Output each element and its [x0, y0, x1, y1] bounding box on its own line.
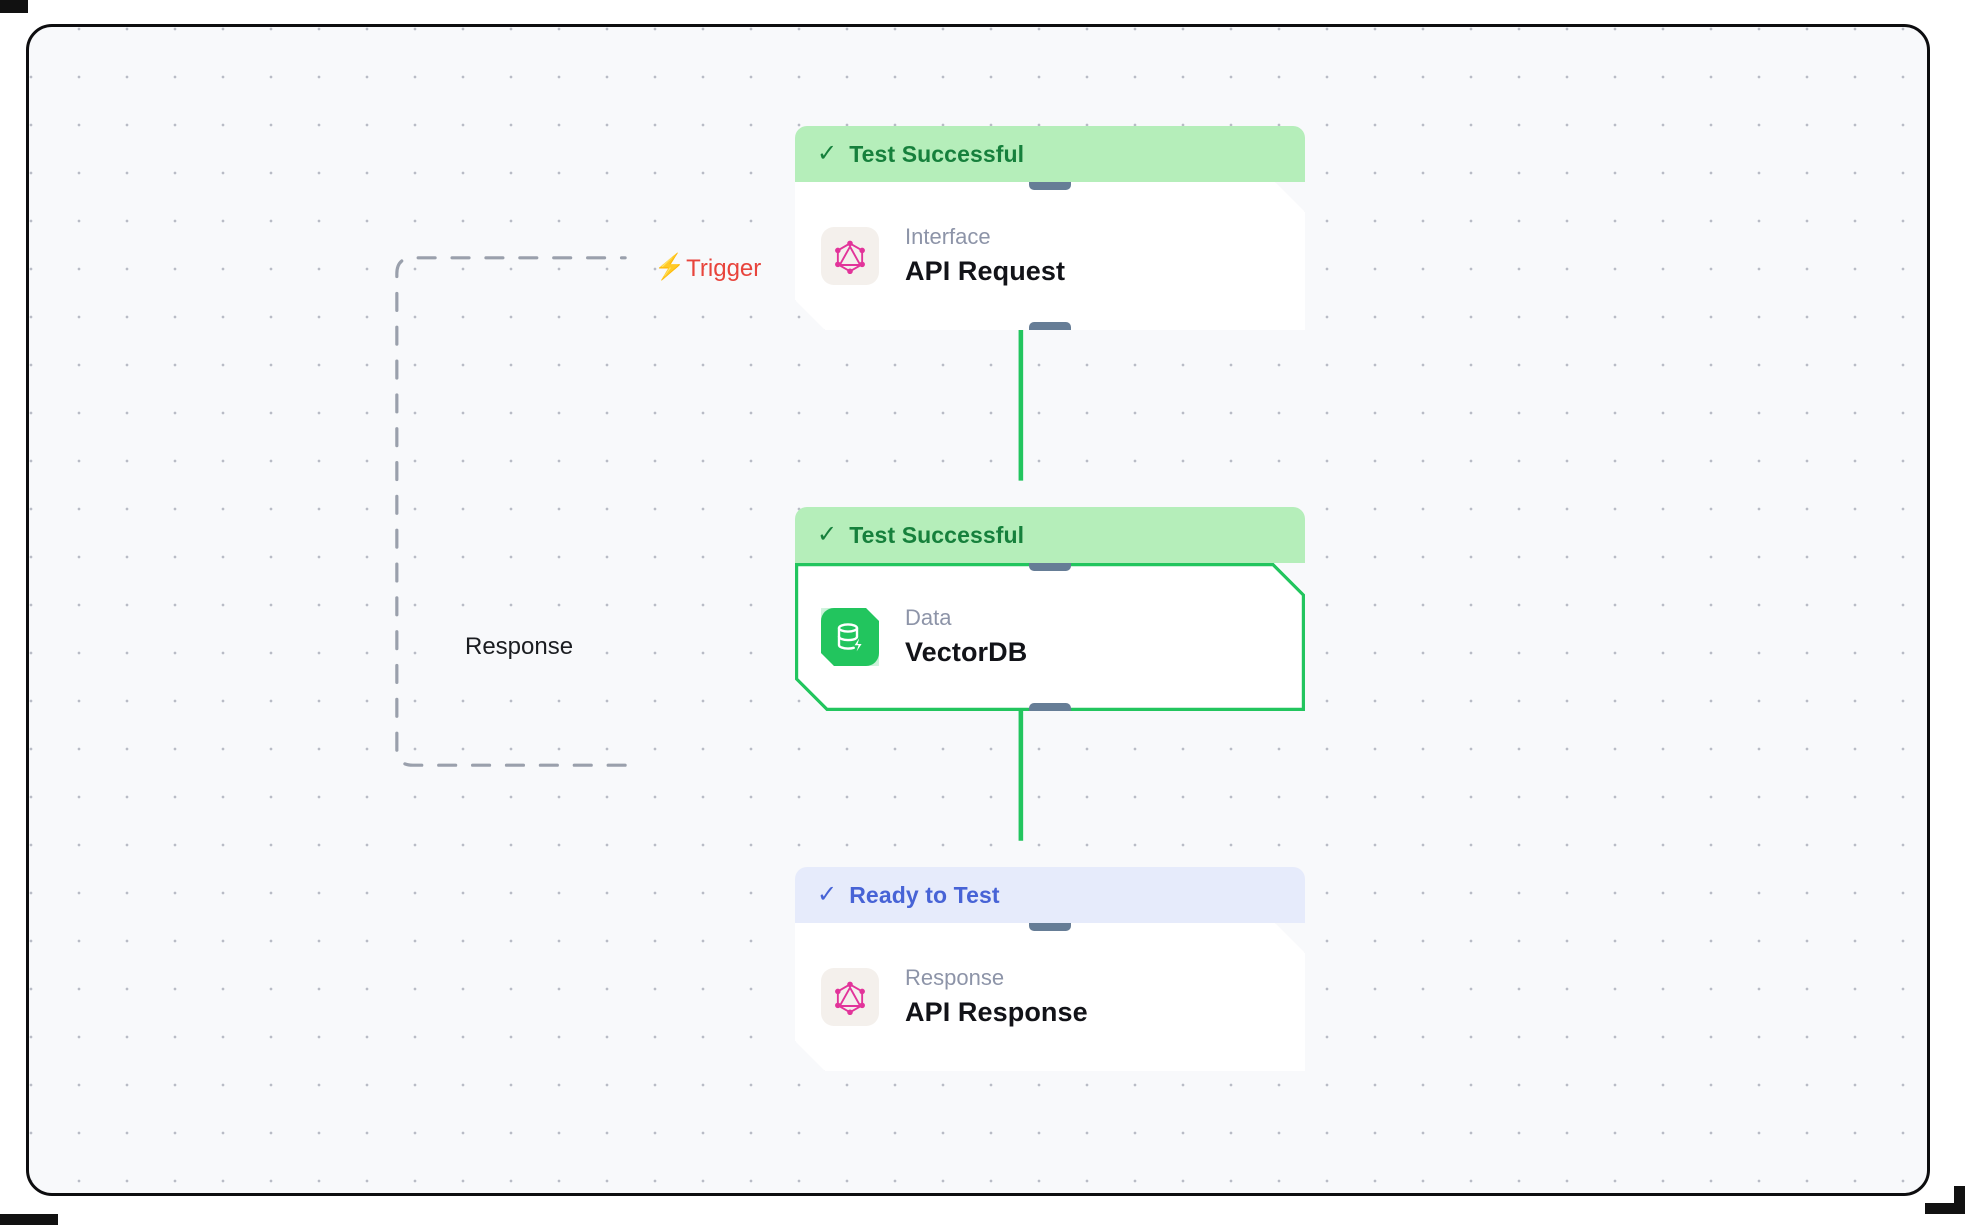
node-status-label: Test Successful	[849, 140, 1025, 167]
edge-dashed-feedback[interactable]	[395, 256, 627, 767]
edge-label-trigger-text: Trigger	[686, 254, 762, 282]
corner-mark-bottom-right-horizontal	[1925, 1203, 1965, 1214]
graphql-icon	[821, 968, 879, 1026]
node-title: API Request	[905, 255, 1066, 286]
node-title: API Response	[905, 996, 1088, 1027]
check-icon: ✓	[817, 140, 838, 167]
corner-mark-bottom-left	[0, 1214, 58, 1225]
node-status-badge: ✓ Test Successful	[795, 507, 1305, 563]
node-status-badge: ✓ Ready to Test	[795, 867, 1305, 923]
edge-label-trigger: ⚡ Trigger	[654, 253, 762, 282]
node-api-response[interactable]: ✓ Ready to Test	[795, 867, 1305, 1071]
node-body[interactable]: Data VectorDB	[795, 563, 1305, 711]
node-vectordb[interactable]: ✓ Test Successful	[795, 507, 1305, 711]
node-text: Interface API Request	[905, 225, 1065, 286]
node-text: Data VectorDB	[905, 606, 1027, 667]
node-api-request[interactable]: ✓ Test Successful	[795, 126, 1305, 330]
database-bolt-icon	[821, 608, 879, 666]
edge-label-response: Response	[458, 632, 581, 662]
edge-label-response-text: Response	[465, 633, 574, 660]
check-icon: ✓	[817, 521, 838, 548]
node-kind-label: Response	[905, 965, 1005, 991]
node-status-badge: ✓ Test Successful	[795, 126, 1305, 182]
workflow-canvas[interactable]: ⚡ Trigger Response ✓ Test Successful	[26, 24, 1930, 1196]
node-kind-label: Data	[905, 605, 952, 631]
node-text: Response API Response	[905, 966, 1088, 1027]
node-title: VectorDB	[905, 636, 1028, 667]
node-body[interactable]: Interface API Request	[795, 182, 1305, 330]
node-kind-label: Interface	[905, 224, 991, 250]
corner-mark-bottom-right-vertical	[1954, 1186, 1965, 1214]
check-icon: ✓	[817, 881, 838, 908]
graphql-icon	[821, 227, 879, 285]
node-status-label: Ready to Test	[849, 881, 1000, 908]
node-body[interactable]: Response API Response	[795, 923, 1305, 1071]
corner-mark-top-left	[0, 0, 28, 13]
node-status-label: Test Successful	[849, 521, 1025, 548]
lightning-bolt-icon: ⚡	[654, 253, 686, 281]
